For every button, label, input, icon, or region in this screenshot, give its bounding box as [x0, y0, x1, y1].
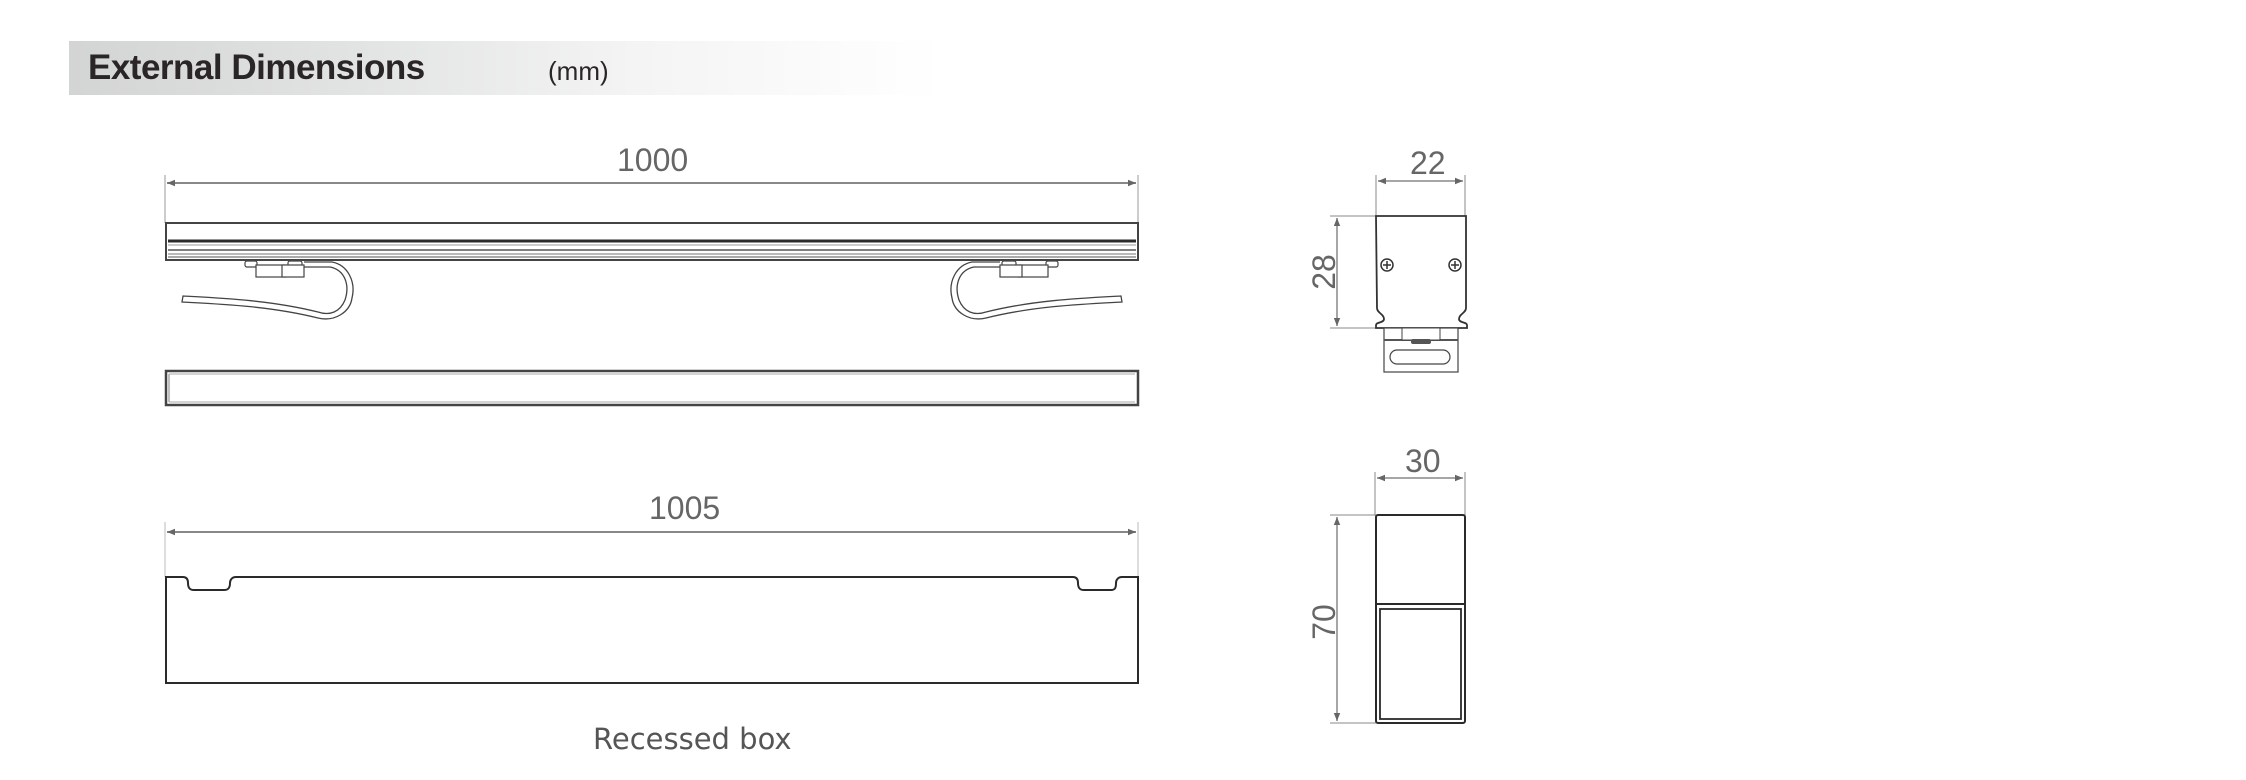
dimension-length-recessed-box: 1005 [649, 490, 721, 526]
fixture-front-view [164, 175, 1139, 320]
dimension-width-fixture-end: 22 [1410, 145, 1446, 181]
recessed-box-end-view [1330, 472, 1466, 724]
dimension-height-box-end: 70 [1305, 604, 1342, 640]
recessed-box-front-view [164, 522, 1139, 684]
dimension-height-fixture-end: 28 [1305, 254, 1342, 290]
fixture-end-view [1330, 175, 1468, 373]
recessed-box-caption: Recessed box [593, 722, 792, 756]
diffuser-strip [164, 369, 1140, 407]
dimension-width-box-end: 30 [1405, 443, 1441, 479]
section-title: External Dimensions [88, 48, 425, 87]
section-header-bar [69, 41, 941, 95]
dimension-length-fixture: 1000 [617, 142, 689, 178]
unit-label: (mm) [548, 56, 609, 86]
